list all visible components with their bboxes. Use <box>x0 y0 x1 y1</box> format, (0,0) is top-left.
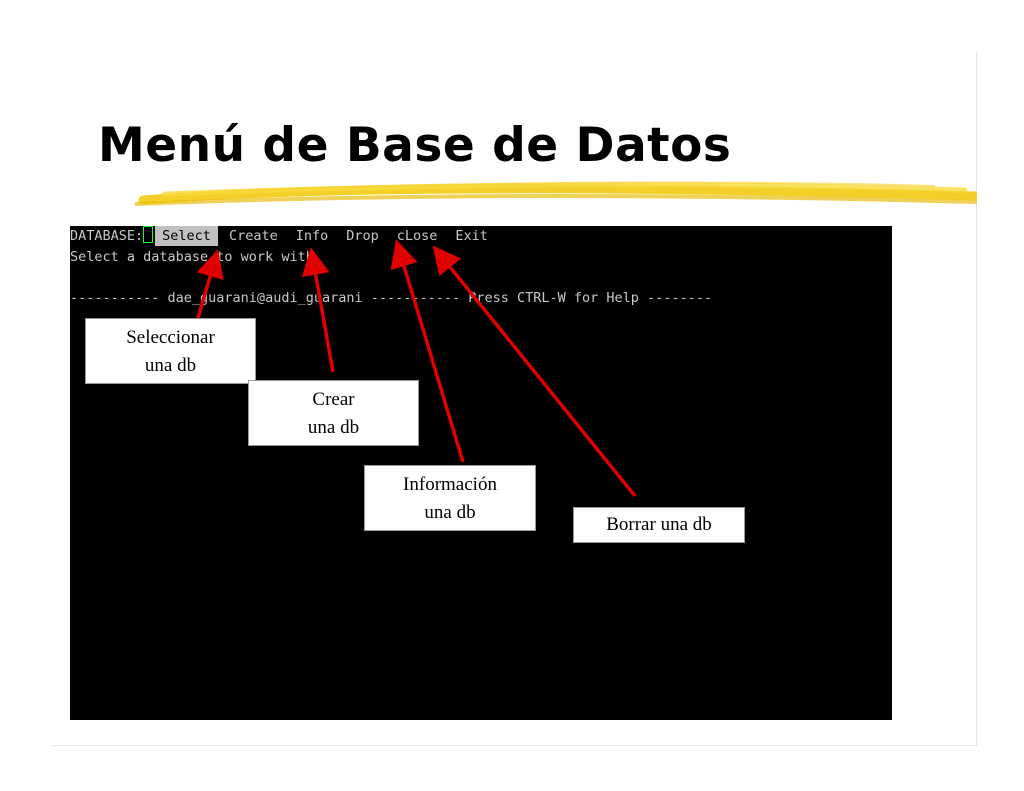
slide-frame-bottom <box>52 745 977 746</box>
callout-info-line2: una db <box>424 502 476 523</box>
status-line: ----------- dae_guarani@audi_guarani ---… <box>70 290 713 306</box>
callout-create-line2: una db <box>307 417 360 438</box>
callout-drop-line1: Borrar una db <box>606 514 712 535</box>
menu-item-info[interactable]: Info <box>295 228 329 244</box>
slide-title: Menú de Base de Datos <box>98 118 732 173</box>
text-cursor <box>143 226 154 243</box>
menu-bar: DATABASE: Select Create Info Drop cLose Exit <box>70 226 495 246</box>
menu-item-create[interactable]: Create <box>228 228 278 244</box>
callout-info: Información una db <box>364 465 536 531</box>
yellow-brush-underline <box>135 181 977 206</box>
callout-create: Crear una db <box>248 380 419 446</box>
callout-select-line2: una db <box>144 355 197 376</box>
callout-select: Seleccionar una db <box>85 318 256 384</box>
menu-description: Select a database to work with. <box>70 249 322 265</box>
database-prompt: DATABASE: <box>70 228 144 244</box>
menu-item-exit[interactable]: Exit <box>455 228 488 244</box>
menu-item-close[interactable]: cLose <box>396 228 438 244</box>
callout-select-line1: Seleccionar <box>126 327 215 348</box>
callout-info-line1: Información <box>403 474 497 495</box>
callout-drop: Borrar una db <box>573 507 745 543</box>
menu-item-drop[interactable]: Drop <box>346 228 379 244</box>
slide-frame-right <box>976 52 977 745</box>
callout-create-line1: Crear <box>312 389 355 410</box>
menu-item-select[interactable]: Select <box>155 226 218 246</box>
